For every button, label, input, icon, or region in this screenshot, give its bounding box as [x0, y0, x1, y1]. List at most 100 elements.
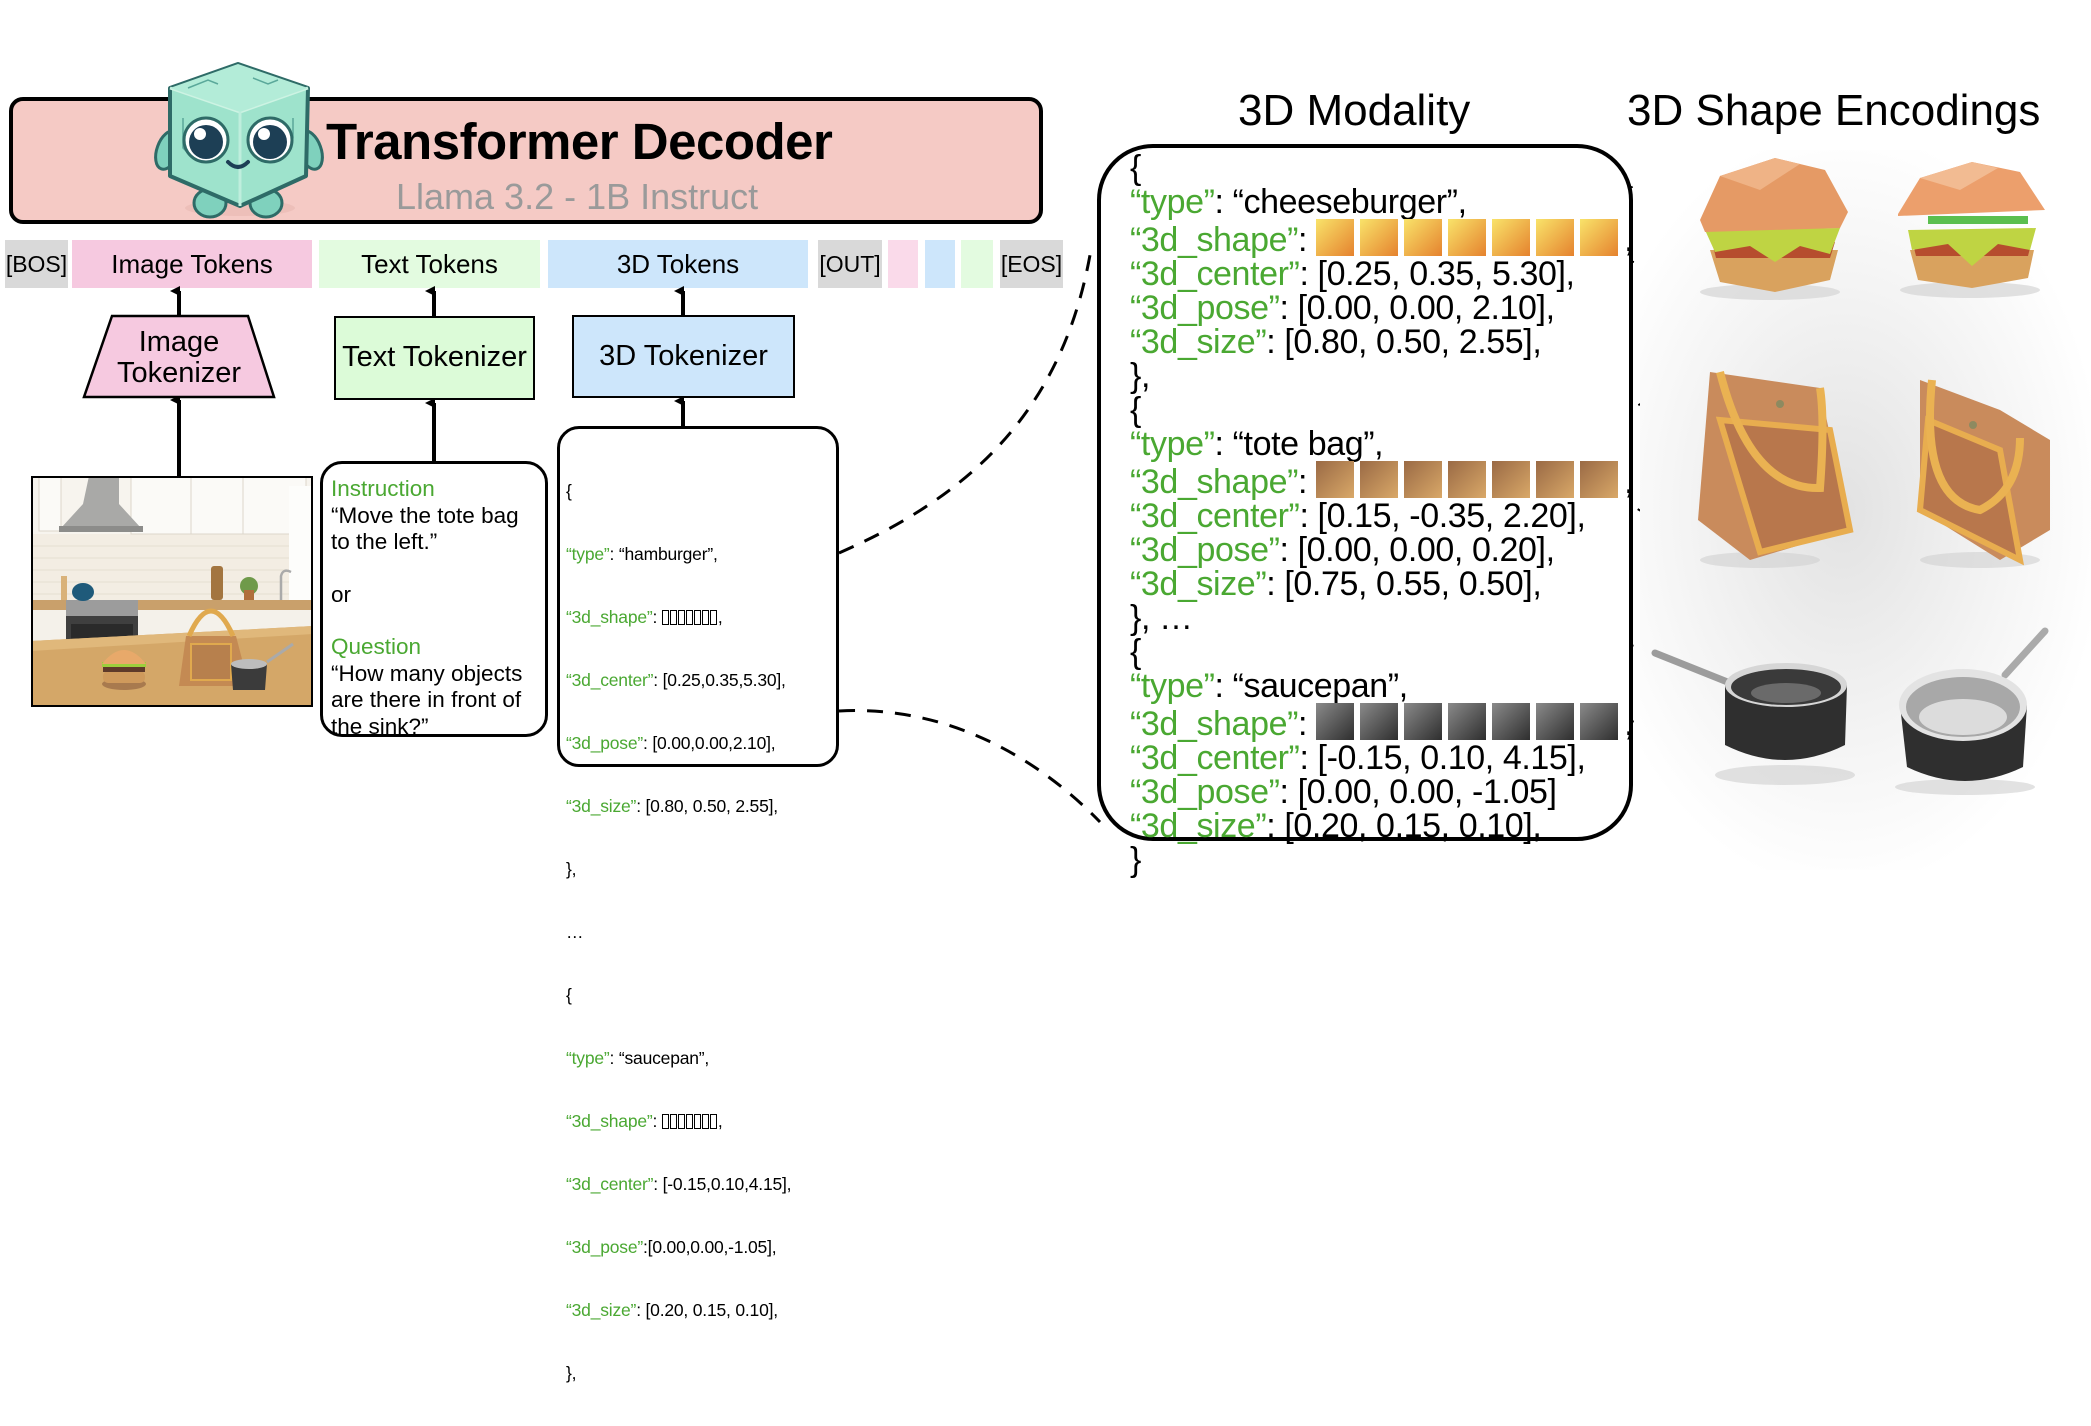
json-shape-line: “3d_shape”: ,	[1130, 219, 1634, 259]
json-pose-line: “3d_pose”: [0.00,0.00,2.10],	[566, 733, 836, 754]
tote-bag-view-2	[1916, 379, 2050, 568]
json-pose-line: “3d_pose”: [0.00, 0.00, 0.20],	[1130, 533, 1633, 567]
json-type-line: “type”: “hamburger”,	[566, 544, 836, 565]
shape-encoding-token	[1536, 461, 1575, 498]
json-key-type: “type”	[1130, 667, 1215, 705]
3d-tokenizer: 3D Tokenizer	[572, 315, 795, 398]
json-center-line: “3d_center”: [0.25,0.35,5.30],	[566, 670, 836, 691]
json-center-line: “3d_center”: [-0.15,0.10,4.15],	[566, 1174, 836, 1195]
json-close-line: },	[1130, 359, 1633, 393]
shape-encoding-token	[1360, 461, 1399, 498]
instruction-label: Instruction	[331, 476, 435, 501]
json-pose-line: “3d_pose”: [0.00, 0.00, 2.10],	[1130, 291, 1633, 325]
json-center-line: “3d_center”: [-0.15, 0.10, 4.15],	[1130, 741, 1633, 775]
json-val-size: : [0.80, 0.50, 2.55],	[636, 796, 778, 816]
shape-encoding-token	[1492, 461, 1531, 498]
shape-placeholder-square	[709, 610, 717, 625]
json-open-line: {	[1130, 151, 1633, 185]
image-tokenizer-line1: Image	[138, 325, 220, 358]
json-key-shape: “3d_shape”	[566, 1111, 653, 1131]
json-key-type: “type”	[1130, 183, 1215, 221]
json-size-line: “3d_size”: [0.75, 0.55, 0.50],	[1130, 567, 1633, 601]
modality-json: {“type”: “cheeseburger”,“3d_shape”: ,“3d…	[1130, 151, 1634, 877]
json-comma: ,	[717, 1111, 723, 1131]
token-text: Text Tokens	[319, 240, 540, 288]
json-open-brace: {	[566, 985, 572, 1005]
json-open-line: {	[1130, 393, 1633, 427]
shape-encoding-token	[1580, 461, 1619, 498]
json-val-center: : [0.15, -0.35, 2.20],	[1299, 497, 1586, 535]
json-val-center: : [-0.15,0.10,4.15],	[653, 1174, 792, 1194]
json-key-pose: “3d_pose”	[1130, 773, 1280, 811]
json-close-line: }	[1130, 843, 1633, 877]
decoder-title: Transformer Decoder	[326, 113, 833, 170]
decoder-subtitle: Llama 3.2 - 1B Instruct	[396, 176, 759, 217]
shape-encoding-token	[1360, 219, 1399, 256]
json-key-size: “3d_size”	[566, 796, 637, 816]
token-out: [OUT]	[818, 240, 882, 288]
json-key-pose: “3d_pose”	[566, 733, 644, 753]
or-label: or	[331, 581, 352, 607]
json-key-size: “3d_size”	[1130, 323, 1267, 361]
text-tokenizer-label: Text Tokenizer	[342, 341, 527, 374]
shape-encoding-token	[1580, 219, 1619, 256]
json-type-line: “type”: “saucepan”,	[566, 1048, 836, 1069]
dashed-connector-top	[838, 254, 1092, 555]
shape-encoding-token	[1536, 703, 1575, 740]
kitchen-image-frame	[31, 476, 313, 707]
json-colon: :	[652, 607, 658, 627]
json-key-size: “3d_size”	[566, 1300, 637, 1320]
shape-placeholder-square	[685, 610, 693, 625]
json-type-line: “type”: “saucepan”,	[1130, 669, 1633, 703]
shape-encoding-token	[1404, 703, 1443, 740]
json-shape-line: “3d_shape”: ,	[1130, 461, 1634, 501]
saucepan-view-1	[1651, 649, 1855, 785]
shape-placeholder-square	[669, 1114, 677, 1129]
3d-shape-encodings-title: 3D Shape Encodings	[1627, 86, 2041, 135]
shape-placeholder-square	[685, 1114, 693, 1129]
question-line-3: the sink?”	[331, 713, 429, 739]
shape-placeholder-square	[677, 1114, 685, 1129]
json-key-shape: “3d_shape”	[1130, 221, 1299, 259]
shape-placeholder-square	[661, 610, 669, 625]
json-colon: :	[652, 1111, 658, 1131]
json-pose-line: “3d_pose”:[0.00,0.00,-1.05],	[566, 1237, 836, 1258]
json-key-type: “type”	[1130, 425, 1215, 463]
json-val-size: : [0.80, 0.50, 2.55],	[1266, 323, 1542, 361]
shape-encoding-token	[1492, 703, 1531, 740]
3d-tokenizer-label: 3D Tokenizer	[599, 339, 768, 372]
saucepan-render	[1651, 627, 2049, 795]
json-val-type: : “saucepan”,	[1214, 667, 1409, 705]
json-open-brace: {	[566, 481, 572, 501]
shape-encoding-token	[1404, 461, 1443, 498]
json-key-shape: “3d_shape”	[1130, 705, 1299, 743]
shape-encoding-token	[1448, 461, 1487, 498]
shape-encoding-token	[1536, 219, 1575, 256]
json-center-line: “3d_center”: [0.25, 0.35, 5.30],	[1130, 257, 1633, 291]
json-key-shape: “3d_shape”	[1130, 463, 1299, 501]
tote-bag-render	[1698, 371, 2050, 568]
token-image: Image Tokens	[72, 240, 312, 288]
saucepan-view-2	[1895, 627, 2049, 795]
shape-placeholder-square	[701, 1114, 709, 1129]
json-open-brace: {	[1130, 149, 1141, 187]
shape-encoding-token	[1316, 219, 1355, 256]
json-close-brace: }	[1130, 841, 1141, 879]
json-key-center: “3d_center”	[1130, 255, 1300, 293]
json-size-line: “3d_size”: [0.20, 0.15, 0.10],	[1130, 809, 1633, 843]
json-val-pose: : [0.00, 0.00, 2.10],	[1279, 289, 1556, 327]
shape-placeholder-squares	[661, 1111, 718, 1131]
token-out-image	[888, 240, 918, 288]
json-val-type: : “hamburger”,	[609, 544, 718, 564]
image-tokenizer-shape	[82, 314, 276, 399]
3d-modality-title: 3D Modality	[1238, 86, 1471, 135]
tote-bag-view-1	[1698, 371, 1854, 568]
json-val-center: : [-0.15, 0.10, 4.15],	[1299, 739, 1586, 777]
json-close-brace: },	[1130, 357, 1151, 395]
shape-encoding-token	[1404, 219, 1443, 256]
json-key-pose: “3d_pose”	[1130, 531, 1280, 569]
json-key-shape: “3d_shape”	[566, 607, 653, 627]
json-val-type: : “saucepan”,	[609, 1048, 710, 1068]
json-close-brace: },	[566, 859, 577, 879]
